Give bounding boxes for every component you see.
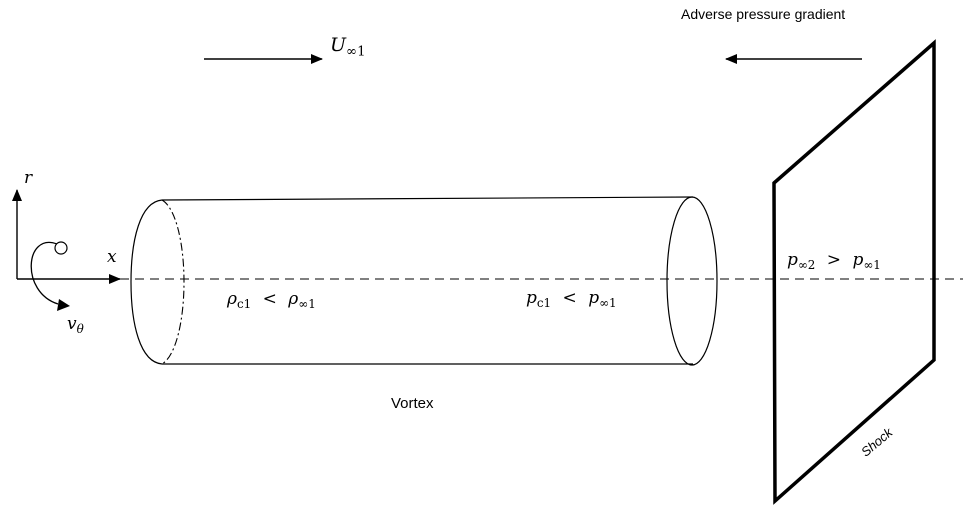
post-shock-pressure-relation: p∞2 > p∞1 [787,250,881,273]
core-density-relation: ρc1 < ρ∞1 [227,289,316,312]
swirl-arrowhead [57,299,70,311]
freestream-velocity-label: U∞1 [330,34,366,60]
core-pressure-relation: pc1 < p∞1 [526,288,617,311]
swirl-arc [30,241,59,305]
swirl-origin-icon [54,241,68,255]
swirl-velocity-label: vθ [67,314,84,337]
r-axis-label: r [24,168,33,188]
adverse-pressure-gradient-label: Adverse pressure gradient [681,6,846,22]
vortex-tube [130,196,718,366]
vortex-label: Vortex [391,395,434,412]
shock-plane [772,39,936,505]
x-axis-label: x [107,247,117,267]
